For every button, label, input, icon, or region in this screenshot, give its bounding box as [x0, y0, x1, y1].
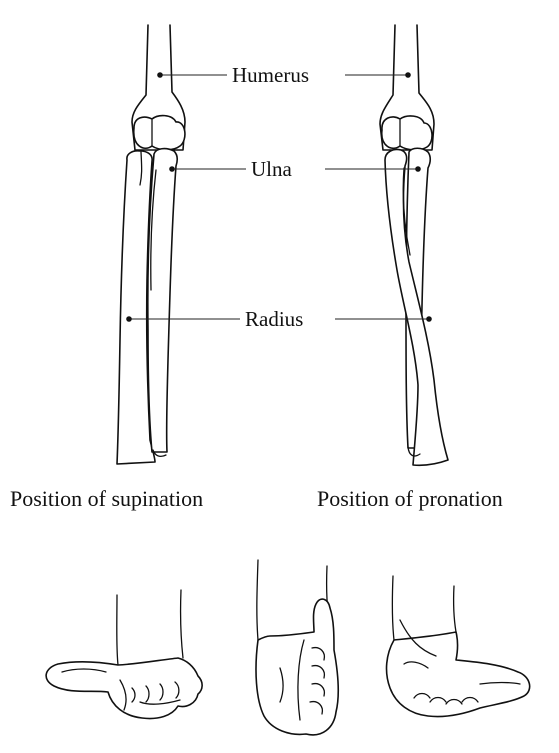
radius-callout: Radius — [126, 307, 432, 331]
hand-pronated-palm — [387, 632, 530, 717]
supination-caption: Position of supination — [10, 486, 203, 511]
humerus-label: Humerus — [232, 63, 309, 87]
hand-pronated-drawing — [387, 576, 530, 717]
radius-pointer-dot-left — [126, 316, 132, 322]
humerus-pointer-dot-right — [405, 72, 411, 78]
hand-neutral-drawing — [256, 560, 338, 735]
hand-neutral-palm — [256, 599, 338, 735]
ulna-label: Ulna — [251, 157, 293, 181]
radius-label: Radius — [245, 307, 303, 331]
supination-ulna — [148, 149, 178, 452]
supination-forearm-drawing — [117, 25, 185, 464]
radius-pointer-dot-right — [426, 316, 432, 322]
humerus-pointer-dot-left — [157, 72, 163, 78]
pronation-forearm-drawing — [380, 25, 448, 465]
ulna-pointer-dot-left — [169, 166, 175, 172]
pronation-caption: Position of pronation — [317, 486, 503, 511]
hand-supinated-drawing — [46, 590, 202, 719]
ulna-pointer-dot-right — [415, 166, 421, 172]
humerus-callout: Humerus — [157, 63, 411, 87]
ulna-callout: Ulna — [169, 157, 421, 181]
